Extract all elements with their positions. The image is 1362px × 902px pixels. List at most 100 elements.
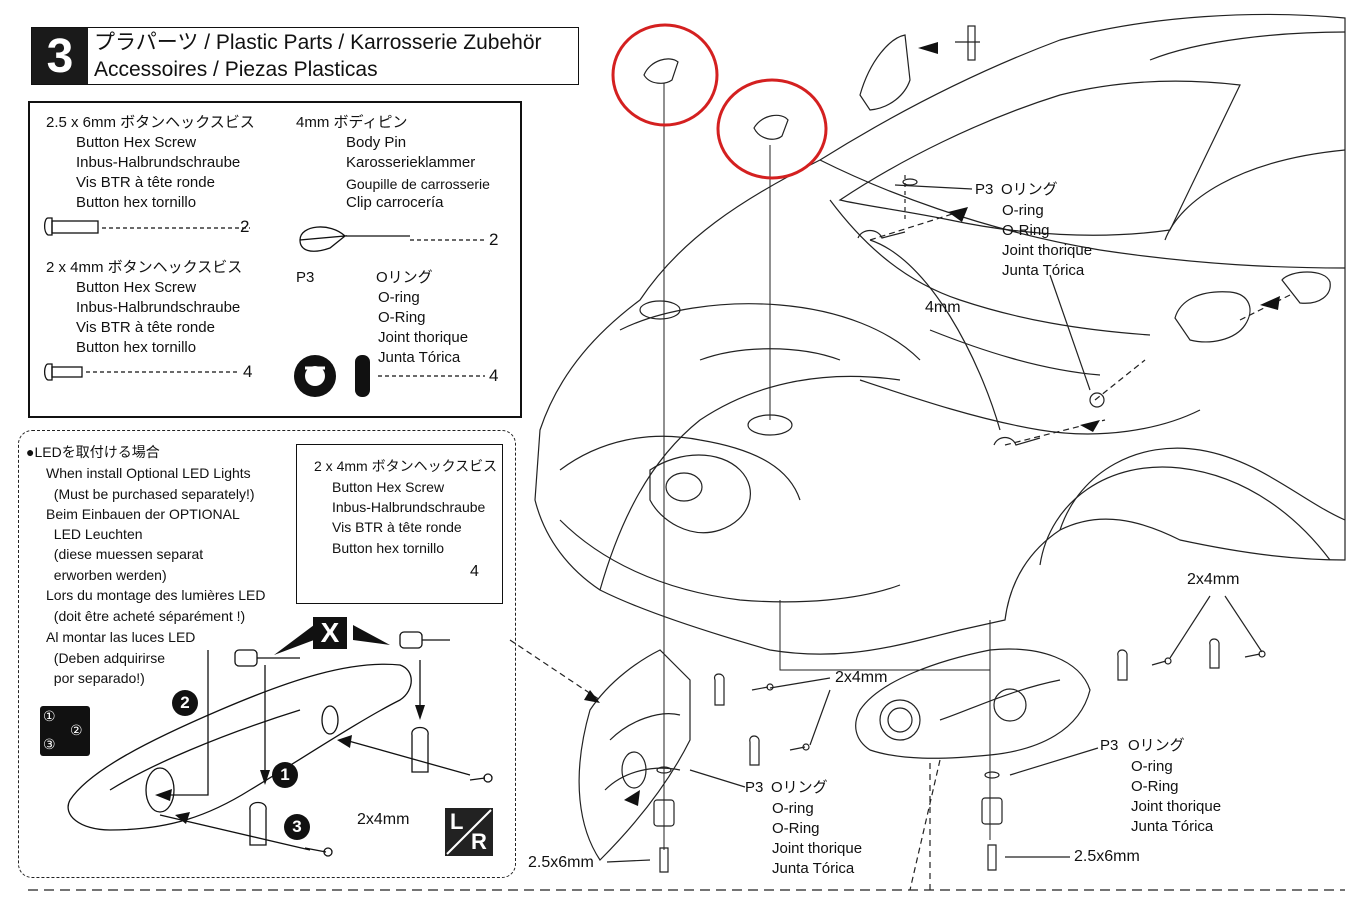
oring-right-de: O-Ring bbox=[1131, 778, 1179, 795]
body-clip-left bbox=[643, 58, 679, 84]
order-3: ③ bbox=[43, 736, 56, 752]
order-1: ① bbox=[43, 708, 56, 724]
oring-left-en: O-ring bbox=[772, 800, 814, 817]
order-diagram-badge: ① ② ③ bbox=[40, 706, 90, 756]
right-headlight-part bbox=[855, 648, 1091, 759]
screw-25x6-qty: 2 bbox=[240, 217, 250, 236]
oring-es: Junta Tórica bbox=[378, 349, 461, 366]
side-mirror-part bbox=[1174, 291, 1251, 343]
led-line-1: When install Optional LED Lights bbox=[46, 465, 251, 481]
oring-name: Oリング bbox=[376, 269, 433, 286]
lr-left: L bbox=[450, 809, 464, 834]
led-screw-qty: 4 bbox=[470, 563, 479, 580]
screw-icon-25x6 bbox=[43, 217, 53, 236]
oring-left-name: Oリング bbox=[771, 779, 828, 796]
screw-25x6-right-label: 2.5x6mm bbox=[1074, 848, 1140, 865]
screw-2x4-fr: Vis BTR à tête ronde bbox=[76, 319, 215, 336]
body-pin-icon bbox=[299, 226, 410, 252]
screw-2x4-de: Inbus-Halbrundschraube bbox=[76, 299, 241, 316]
led-line-4: LED Leuchten bbox=[46, 526, 143, 542]
oring-top-name: Oリング bbox=[1001, 181, 1058, 198]
led-screw-size-label: 2x4mm bbox=[357, 811, 410, 828]
parts-list-box bbox=[28, 101, 522, 418]
left-right-badge: L R bbox=[445, 808, 493, 856]
oring-en: O-ring bbox=[378, 289, 420, 306]
step-2-badge: 2 bbox=[172, 690, 198, 716]
oring-qty: 4 bbox=[489, 366, 499, 385]
body-pin-4mm-label: 4mm bbox=[925, 299, 961, 316]
led-screw-name: 2 x 4mm ボタンヘックスビス bbox=[314, 458, 498, 474]
top-mirror-part bbox=[859, 34, 911, 111]
screw-2x4-name: 2 x 4mm ボタンヘックスビス bbox=[46, 259, 243, 276]
step-header: 3 プラパーツ / Plastic Parts / Karrosserie Zu… bbox=[31, 27, 579, 85]
oring-top-fr: Joint thorique bbox=[1002, 242, 1093, 259]
oring-top-es: Junta Tórica bbox=[1002, 262, 1085, 279]
body-pin-qty: 2 bbox=[489, 230, 499, 249]
led-line-9: Al montar las luces LED bbox=[46, 629, 196, 645]
oring-left-es: Junta Tórica bbox=[772, 860, 855, 877]
oring-top-code: P3 bbox=[975, 181, 994, 198]
oring-left-code: P3 bbox=[745, 779, 764, 796]
oring-de: O-Ring bbox=[378, 309, 426, 326]
oring-fr: Joint thorique bbox=[378, 329, 469, 346]
screw-25x6-name: 2.5 x 6mm ボタンヘックスビス bbox=[46, 114, 255, 131]
led-line-5: (diese muessen separat bbox=[46, 546, 204, 562]
led-line-8: (doit être acheté séparément !) bbox=[46, 608, 246, 624]
screw-icon-2x4 bbox=[43, 363, 53, 381]
screw-2x4-es: Button hex tornillo bbox=[76, 339, 197, 356]
led-line-6: erworben werden) bbox=[46, 567, 167, 583]
car-body-outline bbox=[534, 13, 1346, 655]
body-pin-de: Karosserieklammer bbox=[346, 154, 476, 171]
oring-side-icon bbox=[355, 355, 370, 397]
order-2: ② bbox=[70, 722, 83, 738]
screw-2x4-en: Button Hex Screw bbox=[76, 279, 197, 296]
led-line-3: Beim Einbauen der OPTIONAL bbox=[46, 506, 240, 522]
led-line-11: por separado!) bbox=[46, 670, 145, 686]
highlight-circle-left bbox=[611, 23, 719, 127]
screw-25x6-es: Button hex tornillo bbox=[76, 194, 197, 211]
step-1-badge: 1 bbox=[272, 762, 298, 788]
oring-code: P3 bbox=[296, 269, 315, 286]
body-pin-fr: Goupille de carrosserie bbox=[346, 176, 490, 192]
step-number-badge: 3 bbox=[32, 28, 88, 84]
highlight-circle-right bbox=[716, 78, 828, 180]
screw-25x6-de: Inbus-Halbrundschraube bbox=[76, 154, 241, 171]
oring-top-en: O-ring bbox=[1002, 202, 1044, 219]
oring-right-fr: Joint thorique bbox=[1131, 798, 1222, 815]
screw-2x4-right-label: 2x4mm bbox=[1187, 571, 1240, 588]
lr-right: R bbox=[471, 829, 487, 854]
step-3-badge: 3 bbox=[284, 814, 310, 840]
step-title-line2: Accessoires / Piezas Plasticas bbox=[94, 58, 378, 81]
led-line-2: (Must be purchased separately!) bbox=[46, 486, 255, 502]
led-line-0: ●LEDを取付ける場合 bbox=[26, 444, 160, 460]
led-screw-es: Button hex tornillo bbox=[332, 540, 445, 556]
oring-top-de: O-Ring bbox=[1002, 222, 1050, 239]
led-screw-de: Inbus-Halbrundschraube bbox=[332, 499, 486, 515]
screw-25x6-left-label: 2.5x6mm bbox=[528, 854, 594, 871]
screw-25x6-en: Button Hex Screw bbox=[76, 134, 197, 151]
oring-right-code: P3 bbox=[1100, 737, 1119, 754]
oring-right-en: O-ring bbox=[1131, 758, 1173, 775]
not-included-x-mark: X bbox=[313, 617, 347, 649]
body-clip-right bbox=[753, 114, 789, 140]
body-pin-es: Clip carrocería bbox=[346, 194, 444, 211]
body-pin-name: 4mm ボディピン bbox=[296, 114, 408, 131]
led-screw-fr: Vis BTR à tête ronde bbox=[332, 519, 462, 535]
step-title-line1: プラパーツ / Plastic Parts / Karrosserie Zube… bbox=[94, 31, 542, 54]
screw-2x4-mid-label: 2x4mm bbox=[835, 669, 888, 686]
screw-25x6-fr: Vis BTR à tête ronde bbox=[76, 174, 215, 191]
left-headlight-part bbox=[578, 649, 691, 861]
led-screw-en: Button Hex Screw bbox=[332, 479, 445, 495]
led-option-panel bbox=[18, 430, 516, 878]
oring-left-fr: Joint thorique bbox=[772, 840, 863, 857]
led-line-10: (Deben adquirirse bbox=[46, 650, 166, 666]
oring-left-de: O-Ring bbox=[772, 820, 820, 837]
led-line-7: Lors du montage des lumières LED bbox=[46, 587, 266, 603]
oring-right-name: Oリング bbox=[1128, 737, 1185, 754]
screw-2x4-qty: 4 bbox=[243, 362, 253, 381]
oring-right-es: Junta Tórica bbox=[1131, 818, 1214, 835]
body-pin-en: Body Pin bbox=[346, 134, 407, 151]
led-parts-box bbox=[296, 444, 503, 604]
led-headlight-part bbox=[67, 663, 412, 831]
